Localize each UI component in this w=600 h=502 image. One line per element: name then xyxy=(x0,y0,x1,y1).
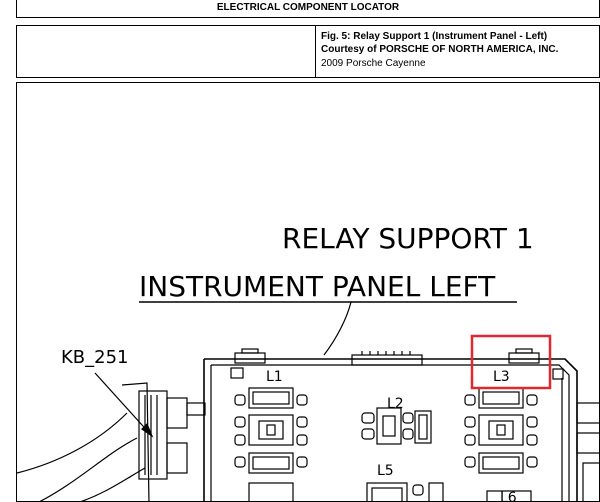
slot-label-l1: L1 xyxy=(266,369,283,385)
top-center-latch xyxy=(351,354,423,366)
right-bracket xyxy=(576,402,599,424)
connector-housing xyxy=(138,390,168,480)
top-clip-right-tab xyxy=(515,348,533,354)
top-clip-left xyxy=(234,352,266,364)
body-tab xyxy=(230,367,244,379)
heading-leader-line xyxy=(323,301,352,356)
body-tab xyxy=(552,368,564,380)
top-clip-right xyxy=(508,352,540,364)
diagram-heading-2: INSTRUMENT PANEL LEFT xyxy=(139,270,496,303)
relay-socket-l1 xyxy=(234,387,308,474)
latch-teeth xyxy=(361,351,411,355)
vehicle-line: 2009 Porsche Cayenne xyxy=(321,58,426,69)
left-wire-3 xyxy=(80,467,146,501)
relay-socket-l3 xyxy=(464,387,538,474)
relay-support-diagram: RELAY SUPPORT 1 INSTRUMENT PANEL LEFT KB… xyxy=(17,222,599,502)
caption-box: Fig. 5: Relay Support 1 (Instrument Pane… xyxy=(16,25,600,78)
left-wire-2 xyxy=(39,437,138,501)
diagram-heading-1: RELAY SUPPORT 1 xyxy=(282,222,534,255)
right-bracket xyxy=(576,432,599,454)
connector-clip xyxy=(186,402,206,416)
figure-box: RELAY SUPPORT 1 INSTRUMENT PANEL LEFT KB… xyxy=(16,82,600,502)
document-title: ELECTRICAL COMPONENT LOCATOR xyxy=(216,2,400,13)
left-wire-1 xyxy=(17,412,128,474)
slot-label-l2: L2 xyxy=(387,396,404,412)
carrier-outer-edge xyxy=(204,358,578,501)
relay-socket-l2 xyxy=(361,407,432,445)
carrier-inner-edge xyxy=(211,364,570,501)
relay-socket-l5 xyxy=(366,482,444,501)
slot-label-l6: L6 xyxy=(500,490,517,502)
figure-title: Fig. 5: Relay Support 1 (Instrument Pane… xyxy=(321,31,548,42)
slot-label-l5: L5 xyxy=(377,463,394,479)
top-clip-left-tab xyxy=(241,348,259,354)
right-bracket xyxy=(582,462,599,501)
connector-latch xyxy=(166,442,188,474)
connector-label: KB_251 xyxy=(61,347,129,368)
connector-leader-line xyxy=(94,372,153,437)
connector-latch xyxy=(166,397,188,429)
connector-body-outline xyxy=(121,382,150,501)
slot-label-l3: L3 xyxy=(493,369,510,385)
courtesy-line: Courtesy of PORSCHE OF NORTH AMERICA, IN… xyxy=(321,44,559,55)
relay-socket-l6 xyxy=(248,482,532,501)
caption-divider xyxy=(315,26,316,77)
header-box: ELECTRICAL COMPONENT LOCATOR xyxy=(16,0,600,18)
highlight-box xyxy=(470,334,552,390)
